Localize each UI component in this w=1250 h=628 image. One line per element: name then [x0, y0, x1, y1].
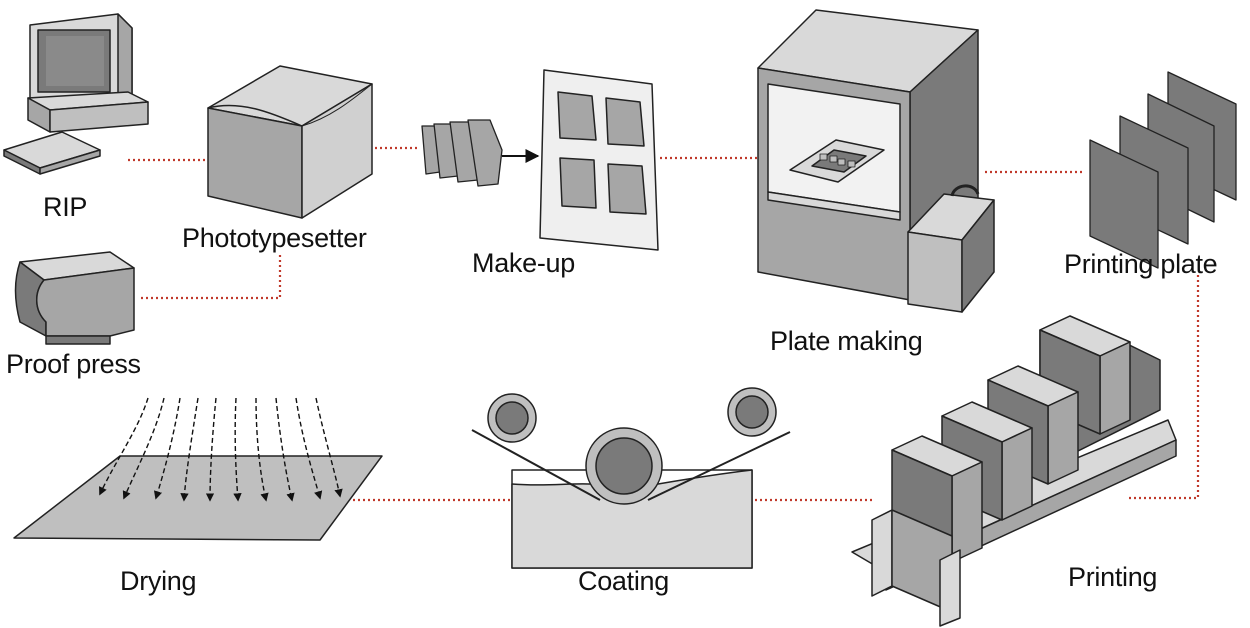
label-coating: Coating [578, 566, 669, 596]
coating-unit [471, 387, 791, 569]
label-proof-press: Proof press [6, 349, 141, 379]
printing-plates-stack [1089, 71, 1237, 269]
phototypesetter-machine [207, 65, 373, 219]
rip-computer [3, 13, 149, 175]
label-drying: Drying [120, 566, 196, 596]
printing-press-machine [851, 315, 1177, 627]
process-connectors [128, 146, 1200, 502]
label-make-up: Make-up [472, 248, 575, 278]
makeup-layout-board [539, 69, 659, 251]
label-plate-making: Plate making [770, 326, 922, 356]
label-phototypesetter: Phototypesetter [182, 223, 367, 253]
plate-making-machine [757, 9, 995, 313]
proof-press-machine [14, 251, 135, 345]
drying-airflow-arrows [99, 397, 343, 502]
label-printing-plate: Printing plate [1064, 249, 1217, 279]
label-printing: Printing [1068, 562, 1157, 592]
film-sheets [421, 119, 503, 187]
connector-phototypesetter-to-proofpress [140, 255, 282, 300]
drying-sheet [13, 455, 383, 541]
label-rip: RIP [43, 192, 87, 222]
